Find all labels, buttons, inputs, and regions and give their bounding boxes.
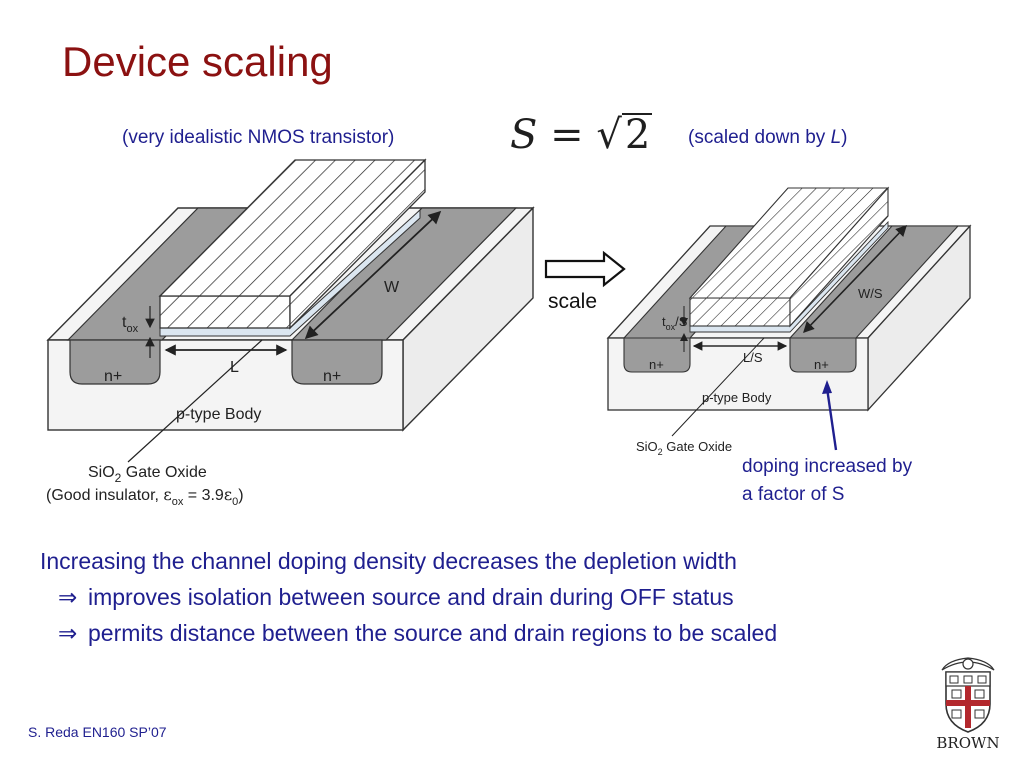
left-tox-label: tox <box>122 314 139 335</box>
caption-right-var: L <box>830 127 842 148</box>
left-oxide-pre: SiO <box>88 464 115 481</box>
caption-right-suffix: ) <box>841 127 848 148</box>
implies-icon: ⇒ <box>58 620 78 646</box>
slide-title: Device scaling <box>62 38 333 85</box>
right-source-label: n+ <box>649 357 664 372</box>
right-tox-label: tox/S <box>662 314 688 332</box>
body-line-1: Increasing the channel doping density de… <box>40 548 737 574</box>
right-body-label: p-type Body <box>702 390 772 405</box>
left-device-caption: (very idealistic NMOS transistor) <box>122 127 395 148</box>
left-body-label: p-type Body <box>176 406 261 423</box>
right-length-label: L/S <box>743 350 763 365</box>
transistor-diagram: W L tox n+ n+ p-type Body SiO2 Gate Oxid… <box>46 158 972 508</box>
left-transistor: W L tox n+ n+ p-type Body SiO2 Gate Oxid… <box>46 158 535 508</box>
right-drain-label: n+ <box>814 357 829 372</box>
doping-note: doping increased by a factor of S <box>742 453 912 509</box>
right-tox-sub: ox <box>666 322 676 332</box>
brown-shield-icon: BROWN <box>936 657 1000 752</box>
left-oxide-post: Gate Oxide <box>121 464 206 481</box>
body-line-3: ⇒ permits distance between the source and… <box>40 615 777 651</box>
left-tox-t: t <box>122 314 127 331</box>
left-oxide-note: (Good insulator, εox = 3.9ε0) <box>46 485 244 508</box>
body-line-3-text: permits distance between the source and … <box>88 620 778 646</box>
note-eps0: ε <box>224 485 232 504</box>
left-source-label: n+ <box>104 368 122 385</box>
right-oxide-pre: SiO <box>636 439 658 454</box>
left-tox-sub: ox <box>126 323 138 335</box>
arrow-right-outline-icon <box>544 250 626 288</box>
note-eps: ε <box>163 485 171 504</box>
right-transistor: W/S L/S tox/S n+ n+ p-type Body SiO2 Gat… <box>606 186 972 457</box>
doping-note-line-1: doping increased by <box>742 456 913 477</box>
left-oxide-label: SiO2 Gate Oxide <box>88 464 207 485</box>
note-eps0-sub: 0 <box>232 496 238 508</box>
body-line-2-text: improves isolation between source and dr… <box>88 584 734 610</box>
formula-radicand: 2 <box>621 113 653 155</box>
note-mid: = 3.9 <box>183 487 224 504</box>
note-end: ) <box>238 487 243 504</box>
scale-label: scale <box>548 290 598 313</box>
body-line-2: ⇒ improves isolation between source and d… <box>40 579 777 615</box>
formula-lhs: S <box>510 112 538 158</box>
left-drain-label: n+ <box>323 368 341 385</box>
implies-icon: ⇒ <box>58 584 78 610</box>
right-tox-suffix: /S <box>675 314 688 329</box>
note-pre: (Good insulator, <box>46 487 163 504</box>
formula-equals: = <box>537 112 597 158</box>
right-device-caption: (scaled down by L) <box>688 127 847 149</box>
left-width-label: W <box>384 279 400 296</box>
right-tox-t: t <box>662 314 666 329</box>
logo-text: BROWN <box>936 734 999 752</box>
right-oxide-label: SiO2 Gate Oxide <box>636 439 732 457</box>
left-oxide-sub: 2 <box>115 471 122 485</box>
left-length-label: L <box>230 359 239 376</box>
note-eps-sub: ox <box>172 496 184 508</box>
right-width-label: W/S <box>858 286 883 301</box>
caption-right-prefix: (scaled down by <box>688 127 831 148</box>
body-text: Increasing the channel doping density de… <box>40 543 777 651</box>
right-oxide-sub: 2 <box>658 447 663 457</box>
right-oxide-post: Gate Oxide <box>663 439 732 454</box>
radical-sign: √ <box>596 112 622 158</box>
doping-note-line-2: a factor of S <box>742 484 845 505</box>
footer: S. Reda EN160 SP’07 <box>28 724 167 740</box>
scaling-formula: S = √2 <box>510 112 653 158</box>
